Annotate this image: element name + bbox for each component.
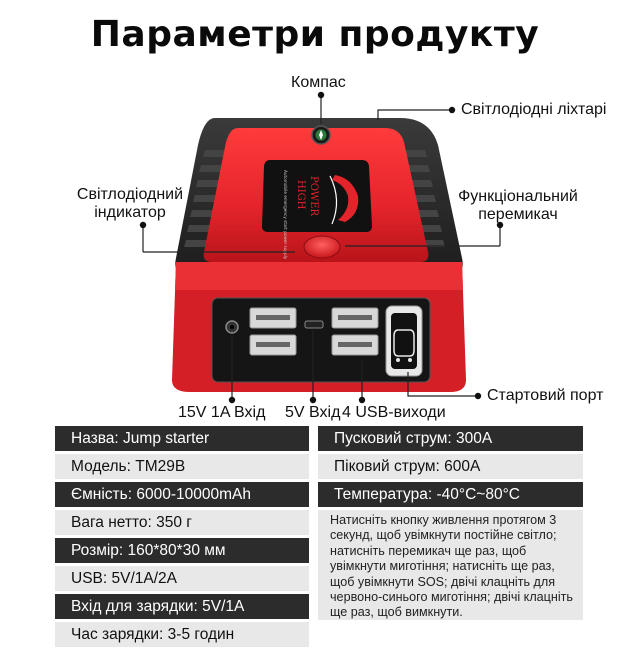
spec-net-weight: Вага нетто: 350 г (55, 510, 309, 535)
label-subtitle: Automobile emergency start power supply (283, 170, 288, 260)
car-logo (332, 175, 359, 222)
product-diagram: HIGH POWER Automobile emergency start po… (139, 91, 504, 404)
spec-peak-current: Піковий струм: 600A (318, 454, 583, 479)
spec-model: Модель: TM29B (55, 454, 309, 479)
callout-function-switch-line2: перемикач (478, 206, 558, 223)
spec-size: Розмір: 160*80*30 мм (55, 538, 309, 563)
start-port[interactable] (385, 305, 423, 377)
callout-led-indicator-line1: Світлодіодний (76, 186, 184, 203)
spec-capacity: Ємність: 6000-10000mAh (55, 482, 309, 507)
spec-column-left: Назва: Jump starter Модель: TM29B Ємніст… (55, 426, 309, 650)
callout-function-switch-line1: Функціональний (458, 188, 578, 205)
brand-text-high: HIGH (295, 180, 306, 210)
function-switch-button[interactable] (303, 235, 341, 259)
micro-usb-port[interactable] (304, 320, 324, 329)
right-grip-ribs (402, 150, 445, 247)
callout-input-15v: 15V 1A Вхід (178, 404, 266, 421)
jump-starter-device: HIGH POWER Automobile emergency start po… (172, 118, 466, 392)
callout-led-indicator-line2: індикатор (94, 204, 166, 221)
page-title: Параметри продукту (90, 14, 540, 55)
brand-text-power: POWER (308, 176, 319, 217)
spec-usage-note: Натисніть кнопку живлення протягом 3 сек… (318, 510, 583, 620)
spec-temperature: Температура: -40°C~80°C (318, 482, 583, 507)
callout-compass: Компас (291, 74, 346, 91)
callout-usb-outputs: 4 USB-виходи (342, 404, 446, 421)
callout-dots (139, 91, 504, 404)
callout-led-flashlight: Світлодіодні ліхтарі (461, 101, 607, 118)
spec-starting-current: Пусковий струм: 300A (318, 426, 583, 451)
callout-lines (142, 95, 501, 400)
spec-charging-time: Час зарядки: 3-5 годин (55, 622, 309, 647)
callout-start-port: Стартовий порт (487, 387, 604, 404)
callout-led-indicator: Світлодіодний індикатор (70, 186, 190, 222)
spec-usb: USB: 5V/1A/2A (55, 566, 309, 591)
compass-icon (311, 125, 331, 145)
callout-input-5v: 5V Вхід (285, 404, 341, 421)
callout-function-switch: Функціональний перемикач (448, 188, 588, 224)
spec-column-right: Пусковий струм: 300A Піковий струм: 600A… (318, 426, 583, 620)
left-grip-ribs (184, 150, 228, 247)
spec-name: Назва: Jump starter (55, 426, 309, 451)
spec-charging-input: Вхід для зарядки: 5V/1A (55, 594, 309, 619)
